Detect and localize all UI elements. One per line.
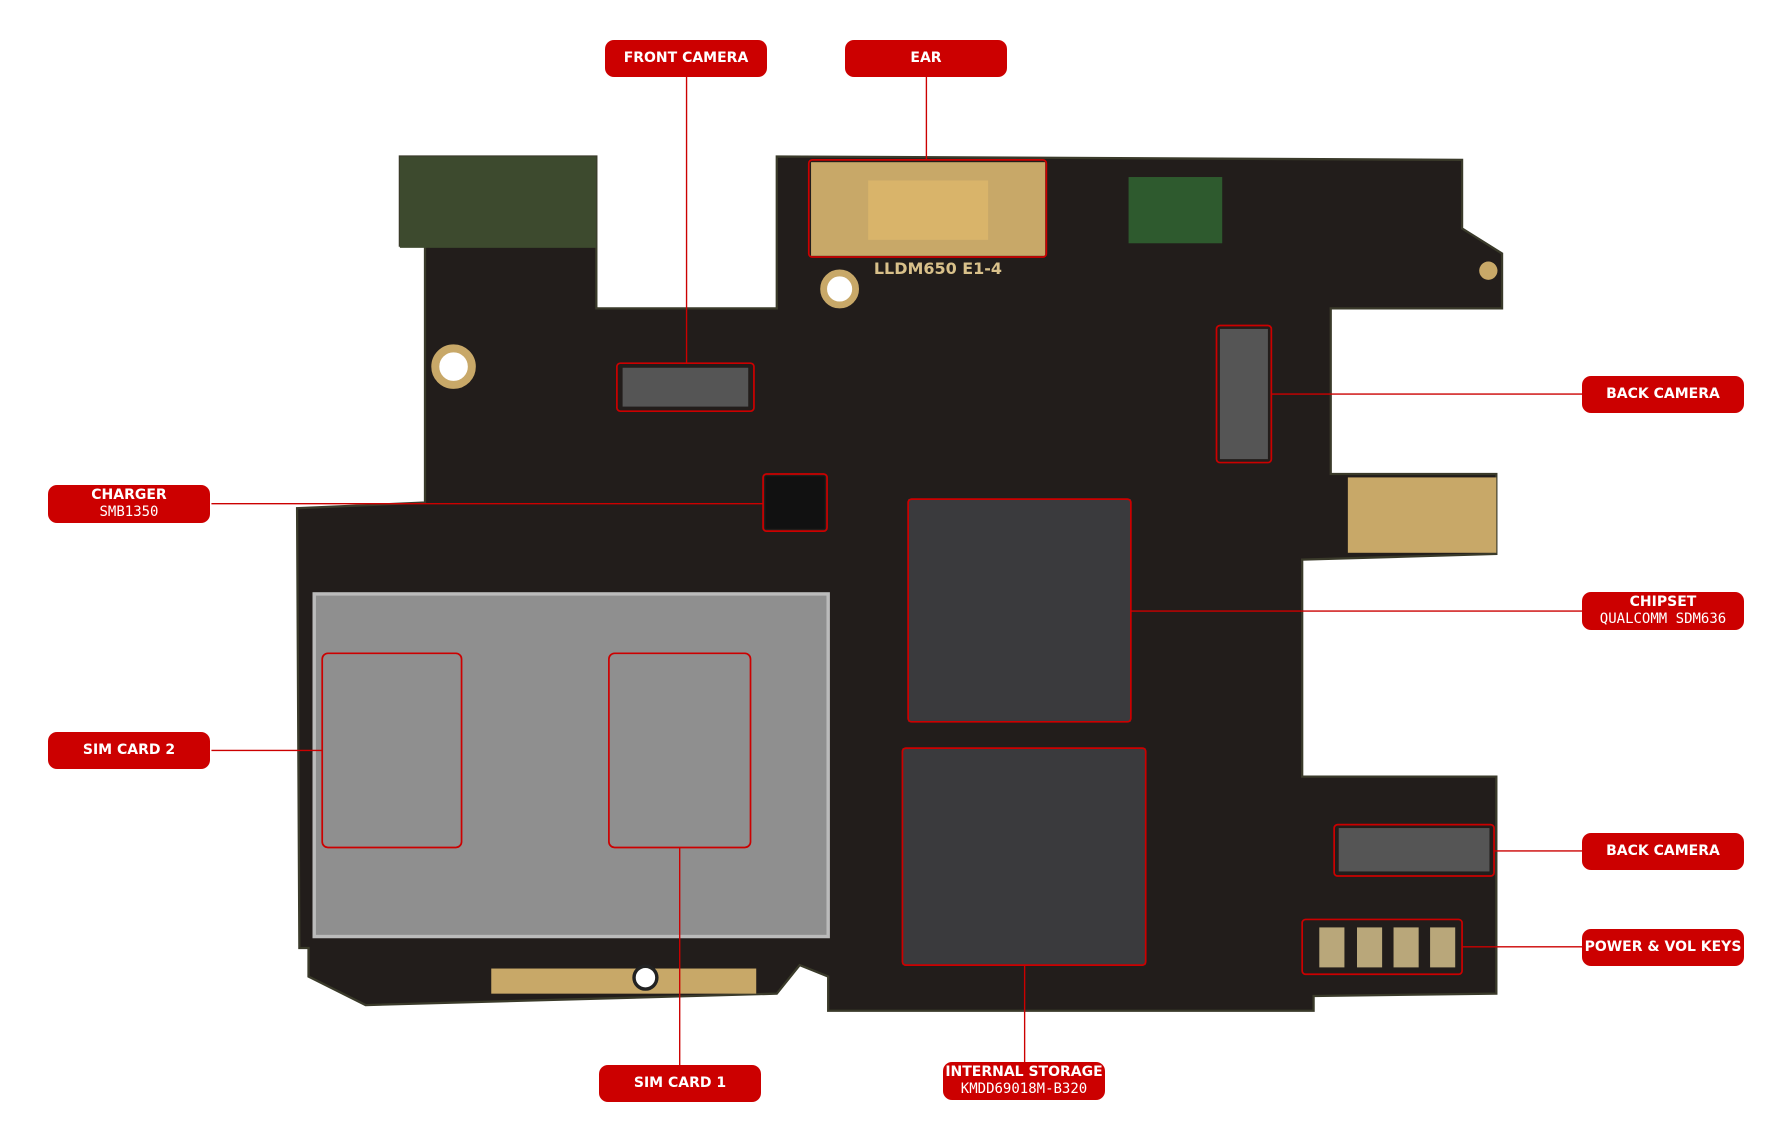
top-left-tab (399, 156, 597, 248)
leader-lines (211, 76, 1582, 1066)
charger-ic (765, 476, 825, 529)
label-title: BACK CAMERA (1606, 386, 1720, 402)
label-part: QUALCOMM SDM636 (1599, 611, 1727, 627)
label-title: SIM CARD 1 (633, 1075, 727, 1091)
label-part: KMDD69018M-B320 (960, 1081, 1088, 1097)
chipset-package (908, 499, 1131, 722)
label-back-camera-1: BACK CAMERA (1582, 376, 1744, 413)
label-front-camera: FRONT CAMERA (605, 40, 767, 77)
label-title: EAR (910, 50, 942, 66)
board-marking: LLDM650 E1-4 (874, 259, 1002, 278)
label-back-camera-2: BACK CAMERA (1582, 833, 1744, 870)
label-power-vol-keys: POWER & VOL KEYS (1582, 929, 1744, 966)
mount-hole (1479, 261, 1498, 280)
label-sim-card-2: SIM CARD 2 (48, 732, 210, 769)
label-sim-card-1: SIM CARD 1 (599, 1065, 761, 1102)
gold-tab-right (1347, 477, 1497, 553)
label-title: FRONT CAMERA (623, 50, 749, 66)
label-title: INTERNAL STORAGE (945, 1064, 1103, 1080)
mount-hole (632, 964, 659, 991)
label-part: SMB1350 (99, 504, 159, 520)
label-title: CHARGER (91, 487, 167, 503)
label-title: CHIPSET (1629, 594, 1697, 610)
back-camera-connector-1 (1219, 328, 1268, 460)
back-camera-connector-2 (1338, 828, 1490, 872)
front-camera-connector (622, 367, 749, 407)
mount-hole (431, 344, 476, 389)
key-contacts (1319, 927, 1456, 968)
ear-pad-inner (868, 180, 989, 240)
label-title: BACK CAMERA (1606, 843, 1720, 859)
gold-strip-bottom (491, 968, 757, 994)
camera-module (1128, 177, 1223, 244)
storage-package (902, 748, 1146, 966)
mount-hole (820, 269, 860, 309)
label-title: POWER & VOL KEYS (1584, 939, 1742, 955)
label-title: SIM CARD 2 (82, 742, 176, 758)
sim-tray (312, 592, 830, 939)
label-ear: EAR (845, 40, 1007, 77)
